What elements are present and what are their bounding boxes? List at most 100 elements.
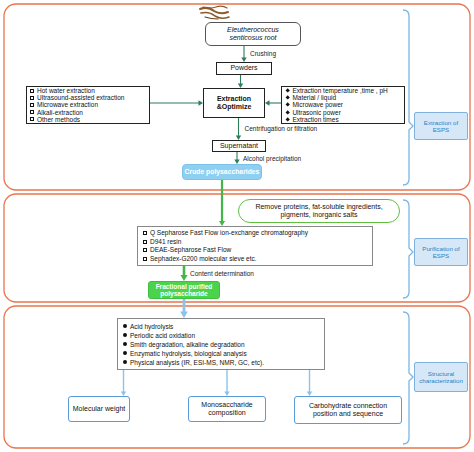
item-text: Extraction temperature ,time , pH [292, 87, 387, 94]
node-text: Extraction &Optimize [207, 95, 261, 111]
bullet [30, 110, 34, 114]
arrow-head [199, 100, 204, 105]
flow-arrow [150, 100, 203, 105]
list-item: DEAE-Sepharose Fast Flow [143, 246, 231, 255]
stage-panel [4, 306, 470, 448]
list-item: Microwave power [285, 101, 343, 108]
result-box: Fractional purified polysaccharide [148, 281, 220, 299]
bullet [285, 88, 290, 93]
arrow-head [180, 312, 188, 318]
node-text: Extraction of ESPS [416, 119, 466, 133]
flow-arrow [265, 100, 281, 105]
list-item: Q Sepharose Fast Flow ion-exchange chrom… [143, 229, 308, 238]
list-item: Acid hydrolysis [123, 322, 173, 331]
bullet [285, 117, 290, 122]
bracket [403, 200, 413, 298]
item-text: Ultrasonic power [292, 109, 340, 116]
flow-arrow [180, 266, 187, 281]
result-box: Monosaccharide composition [188, 396, 266, 422]
arrow-line [309, 370, 310, 392]
stage-panel [4, 4, 470, 190]
list-item: Microwave extraction [30, 101, 98, 108]
method-list: Acid hydrolysisPeriodic acid oxidationSm… [117, 318, 325, 370]
list-item: Hot water extraction [30, 87, 95, 94]
node-text: Fractional purified polysaccharide [149, 283, 219, 298]
edge-label: Content determination [190, 270, 254, 278]
list-item: Material / liquid [285, 94, 336, 101]
node-text: Eleutherococcus senticosus root [210, 26, 296, 42]
flow-arrow [121, 370, 126, 396]
item-text: Alkali-extraction [37, 109, 83, 116]
bullet [123, 324, 127, 328]
list-item: Other methods [30, 116, 80, 123]
node-text: Monosaccharide composition [192, 401, 262, 417]
list-item: Ultrasonic power [285, 109, 341, 116]
item-text: Other methods [37, 116, 80, 123]
arrow-line [243, 46, 244, 58]
arrow-head [180, 275, 187, 281]
source-box: Eleutherococcus senticosus root [205, 22, 301, 46]
flow-arrow [236, 118, 241, 140]
note-oval: Remove proteins, fat-soluble ingredients… [238, 199, 400, 223]
root-strand [201, 12, 229, 18]
bullet [30, 103, 34, 107]
arrow-line [269, 102, 281, 103]
bullet [143, 257, 147, 261]
bullet [143, 231, 147, 235]
node-text: Supernatant [220, 142, 258, 150]
edge-label: Centrifugation or filtration [245, 125, 318, 133]
item-text: Microwave extraction [37, 101, 98, 108]
method-list: Q Sepharose Fast Flow ion-exchange chrom… [137, 226, 373, 266]
bullet [143, 240, 147, 244]
arrow-line [183, 266, 186, 276]
bracket [403, 312, 413, 444]
item-text: Smith degradation, alkaline degradation [130, 340, 245, 349]
parameter-list: Extraction temperature ,time , pHMateria… [281, 86, 405, 124]
bullet [285, 110, 290, 115]
item-text: Ultrasound-assisted extraction [37, 94, 124, 101]
node-text: Purification of ESPS [416, 245, 466, 259]
bullet [143, 248, 147, 252]
arrow-line [240, 75, 241, 84]
item-text: Enzymatic hydrolysis, biological analysi… [130, 349, 247, 358]
item-text: Extraction times [292, 116, 338, 123]
arrow-line [226, 370, 227, 392]
arrow-head [241, 58, 246, 63]
list-item: Physical analysis (IR, ESI-MS, NMR, GC, … [123, 358, 264, 367]
item-text: Physical analysis (IR, ESI-MS, NMR, GC, … [130, 358, 264, 367]
result-box: Crude polysaccharides [182, 164, 262, 180]
list-item: Periodic acid oxidation [123, 331, 195, 340]
flow-arrow [307, 370, 312, 396]
arrow-line [183, 299, 186, 313]
item-text: Hot water extraction [37, 87, 95, 94]
root-strand [205, 17, 218, 19]
arrow-head [219, 221, 225, 226]
item-text: Acid hydrolysis [130, 322, 173, 331]
bullet [285, 103, 290, 108]
root-illustration [200, 6, 229, 19]
list-item: D941 resin [143, 238, 181, 247]
bullet [285, 95, 290, 100]
list-item: Sephadex-G200 molecular sieve etc. [143, 255, 257, 264]
edge-label: Crushing [250, 50, 276, 58]
list-item: Extraction times [285, 116, 339, 123]
flow-arrow [234, 152, 239, 164]
node-text: Powders [230, 64, 257, 72]
result-box: Molecular weight [68, 396, 130, 422]
node-text: Molecular weight [73, 405, 126, 413]
arrow-head [236, 136, 241, 141]
bullet [30, 117, 34, 121]
flow-arrow [238, 75, 243, 88]
stage-label: Extraction of ESPS [414, 112, 468, 140]
arrow-line [238, 118, 239, 136]
arrow-line [221, 180, 223, 222]
list-item: Smith degradation, alkaline degradation [123, 340, 245, 349]
method-list: Hot water extractionUltrasound-assisted … [26, 86, 150, 124]
arrow-line [123, 370, 124, 392]
arrow-head [224, 392, 229, 397]
flow-arrow [241, 46, 246, 62]
arrow-head [265, 100, 270, 105]
flow-arrow [180, 299, 188, 318]
list-item: Ultrasound-assisted extraction [30, 94, 124, 101]
